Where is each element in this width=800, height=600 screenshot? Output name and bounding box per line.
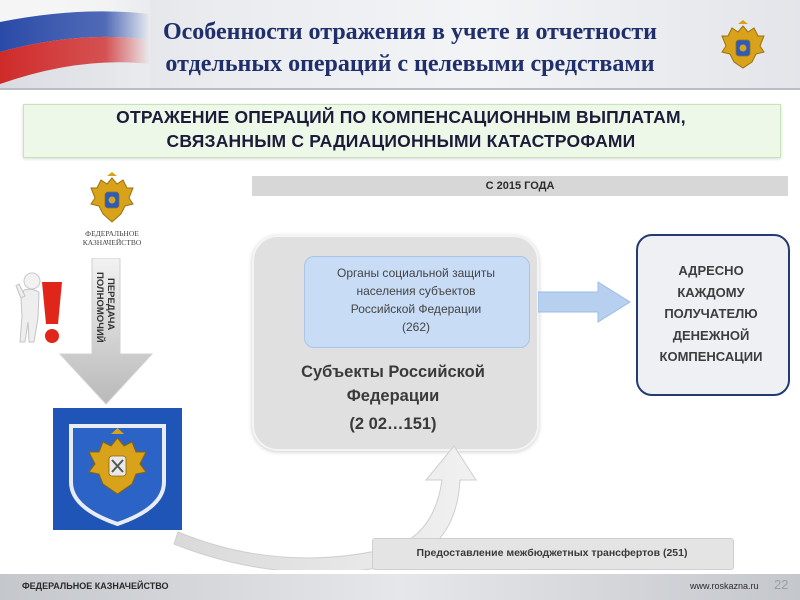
recipient-line4: ДЕНЕЖНОЙ: [672, 327, 750, 343]
eagle-emblem-icon: [86, 172, 138, 228]
right-arrow-icon: [537, 280, 632, 324]
page-title-line1: Особенности отражения в учете и отчетнос…: [162, 19, 658, 45]
recipient-compensation-box: [636, 234, 790, 396]
treasury-shield-icon: [53, 408, 182, 530]
organs-line2: населения субъектов: [356, 284, 476, 298]
recipient-line1: АДРЕСНО: [678, 263, 744, 278]
section-heading-box: [23, 104, 781, 158]
federal-treasury-line1: ФЕДЕРАЛЬНОЕ: [85, 229, 139, 238]
transfer-of-powers-line1: ПЕРЕДАЧА: [105, 278, 116, 330]
organs-line1: Органы социальной защиты: [337, 266, 495, 280]
page-title: Особенности отражения в учете и отчетнос…: [110, 16, 710, 80]
section-heading-line2: СВЯЗАННЫМ С РАДИАЦИОННЫМИ КАТАСТРОФАМИ: [166, 131, 636, 151]
social-protection-organs-text: Органы социальной защиты населения субъе…: [304, 264, 528, 336]
page-number: 22: [774, 577, 789, 592]
eagle-emblem-icon: [716, 20, 770, 74]
recipient-line3: ПОЛУЧАТЕЛЮ: [664, 306, 758, 321]
interbudget-transfers-label: Предоставление межбюджетных трансфертов …: [416, 547, 688, 559]
red-exclamation-figure-icon: [12, 268, 70, 350]
down-arrow-icon: [56, 257, 156, 406]
recipient-line5: КОМПЕНСАЦИИ: [659, 349, 763, 364]
organs-line4: (262): [401, 320, 430, 334]
footer-website-link[interactable]: www.roskazna.ru: [690, 581, 759, 591]
subjects-title: Субъекты Российской Федерации: [262, 360, 524, 408]
page-title-line2: отдельных операций с целевыми средствами: [165, 51, 655, 77]
federal-treasury-caption: ФЕДЕРАЛЬНОЕ КАЗНАЧЕЙСТВО: [66, 229, 158, 247]
subjects-line2: Федерации: [346, 387, 440, 405]
footer-org-name: ФЕДЕРАЛЬНОЕ КАЗНАЧЕЙСТВО: [22, 581, 169, 591]
header-divider: [0, 88, 800, 90]
transfer-of-powers-label: ПЕРЕДАЧА ПОЛНОМОЧИЙ: [94, 266, 118, 366]
federal-treasury-line2: КАЗНАЧЕЙСТВО: [82, 238, 142, 247]
interbudget-transfers-bar: [372, 538, 734, 570]
since-2015-bar: [252, 176, 788, 196]
organs-line3: Российской Федерации: [350, 302, 482, 316]
transfer-of-powers-line2: ПОЛНОМОЧИЙ: [94, 272, 106, 343]
section-heading: ОТРАЖЕНИЕ ОПЕРАЦИЙ ПО КОМПЕНСАЦИОННЫМ ВЫ…: [23, 105, 779, 153]
since-2015-label: С 2015 ГОДА: [485, 180, 555, 192]
subjects-line1: Субъекты Российской: [301, 363, 485, 381]
russian-flag-icon: [0, 0, 150, 90]
footer-bar: [0, 574, 800, 600]
recipient-compensation-text: АДРЕСНО КАЖДОМУ ПОЛУЧАТЕЛЮ ДЕНЕЖНОЙ КОМП…: [638, 260, 784, 368]
social-protection-organs-box: [304, 256, 530, 348]
section-heading-line1: ОТРАЖЕНИЕ ОПЕРАЦИЙ ПО КОМПЕНСАЦИОННЫМ ВЫ…: [116, 107, 686, 127]
recipient-line2: КАЖДОМУ: [677, 284, 745, 300]
subjects-code: (2 02…151): [349, 415, 437, 433]
